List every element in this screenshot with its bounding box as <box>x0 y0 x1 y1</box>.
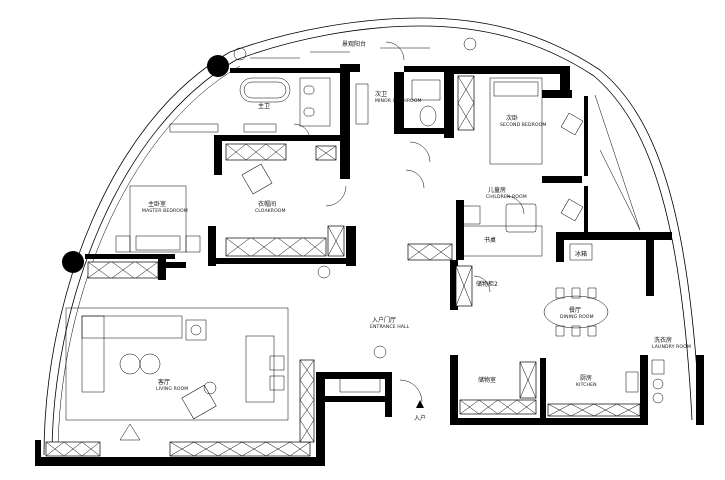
label-entrance: 入户门厅 <box>372 316 396 324</box>
label-living: 客厅 <box>158 378 170 386</box>
cabinets <box>45 75 641 457</box>
label-dining: 餐厅 <box>569 306 581 314</box>
label-dining-en: DINING ROOM <box>560 314 594 320</box>
label-storage: 储物室 <box>478 376 496 384</box>
label-children-room-en: CHILDREN ROOM <box>486 194 527 200</box>
label-living-en: LIVING ROOM <box>156 386 188 392</box>
label-kitchen: 厨房 <box>580 374 592 382</box>
label-storage2: 储物柜2 <box>476 280 498 288</box>
column-left <box>62 251 84 273</box>
column-top <box>207 55 229 77</box>
label-balcony: 景观阳台 <box>342 40 366 48</box>
curved-facade <box>43 17 701 456</box>
label-desk: 书桌 <box>484 236 496 244</box>
label-laundry: 洗衣房 <box>654 336 672 344</box>
label-master-bedroom: 主卧室 <box>148 200 166 208</box>
label-second-bedroom: 次卧 <box>506 114 518 122</box>
label-entrance-en: ENTRANCE HALL <box>370 324 410 330</box>
label-children-room: 儿童房 <box>488 186 506 194</box>
label-minor-wash-en: MINOR WASHROOM <box>375 98 422 104</box>
room-labels: 景观阳台 主卫 次卫 MINOR WASHROOM 次卧 SECOND BEDR… <box>142 40 691 422</box>
label-entry: 入户 <box>414 414 426 422</box>
label-kitchen-en: KITCHEN <box>576 382 597 388</box>
label-ice-box: 冰箱 <box>575 250 587 258</box>
label-master-bath: 主卫 <box>258 102 270 110</box>
label-cloakroom: 衣帽间 <box>258 200 276 208</box>
label-cloakroom-en: CLOAKROOM <box>255 208 286 214</box>
furniture <box>65 37 665 441</box>
label-master-bedroom-en: MASTER BEDROOM <box>142 208 188 214</box>
entry-arrow-icon <box>416 400 424 408</box>
label-second-bedroom-en: SECOND BEDROOM <box>500 122 546 128</box>
label-minor-wash: 次卫 <box>375 90 387 98</box>
walls <box>35 64 704 466</box>
label-laundry-en: LAUNDRY ROOM <box>652 344 691 350</box>
